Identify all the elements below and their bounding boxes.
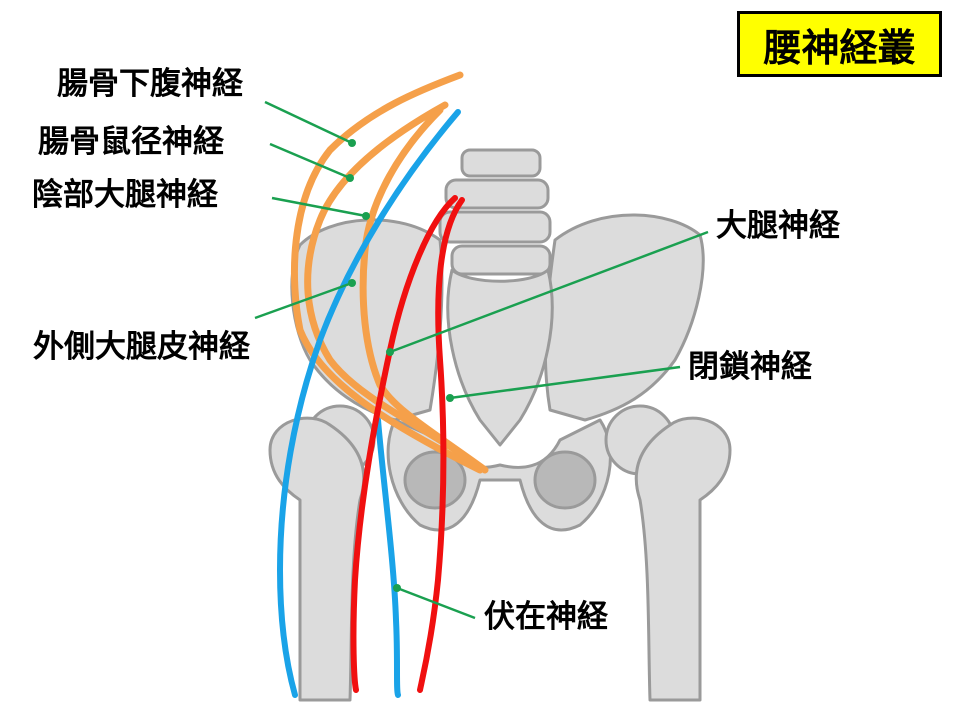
diagram-title: 腰神経叢	[737, 11, 942, 77]
lateral-femoral-cutaneous-nerve	[276, 109, 461, 698]
red-nerves	[350, 195, 465, 693]
leader-lfcn	[254, 281, 353, 320]
label-ilioinguinal: 腸骨鼠径神経	[38, 124, 224, 160]
dot	[348, 139, 356, 147]
dot	[446, 394, 454, 402]
vertebra	[438, 210, 552, 244]
saphenous-nerve	[375, 417, 401, 698]
dot	[393, 584, 401, 592]
label-femoral: 大腿神経	[716, 208, 840, 244]
leader-obturator	[449, 365, 681, 400]
obturator-foramen	[403, 450, 467, 510]
obturator-nerve	[417, 197, 465, 693]
left-femur	[634, 416, 732, 702]
dot	[362, 212, 370, 220]
label-obturator: 閉鎖神経	[688, 349, 812, 385]
femoral-nerve	[350, 195, 458, 693]
pelvis-skeleton	[268, 148, 732, 702]
label-genitofemoral: 陰部大腿神経	[32, 177, 218, 213]
obturator-foramen	[533, 450, 597, 510]
dot	[346, 174, 354, 182]
orange-nerves	[290, 71, 489, 474]
leader-saphenous	[396, 586, 476, 620]
label-saphenous: 伏在神経	[484, 599, 608, 635]
sacrum	[446, 268, 554, 447]
genitofemoral-nerve	[359, 106, 489, 474]
vertebra	[460, 148, 542, 178]
leader-genitofemoral	[271, 196, 367, 218]
label-lateral-femoral-cutaneous: 外側大腿皮神経	[33, 329, 250, 365]
leader-femoral	[389, 230, 709, 354]
leader-lines	[254, 100, 709, 620]
iliohypogastric-nerve	[290, 71, 484, 474]
leader-ilioinguinal	[269, 142, 351, 180]
dot	[348, 279, 356, 287]
left-ilium	[543, 213, 705, 422]
dot	[386, 348, 394, 356]
leader-iliohypogastric	[264, 100, 353, 145]
vertebra	[450, 244, 552, 276]
label-iliohypogastric: 腸骨下腹神経	[57, 66, 243, 102]
leader-dots	[346, 139, 454, 592]
vertebra	[444, 178, 550, 210]
blue-nerves	[276, 109, 461, 698]
ilioinguinal-nerve	[304, 101, 474, 464]
